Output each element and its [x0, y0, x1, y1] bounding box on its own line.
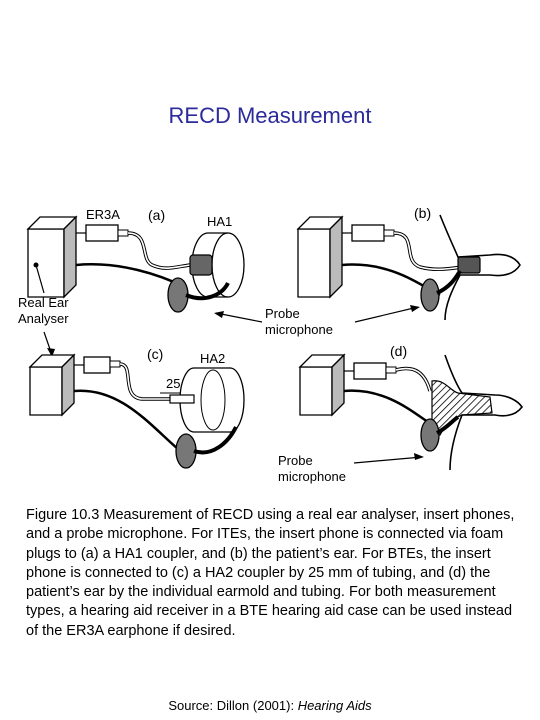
- ha1-label: HA1: [207, 214, 233, 229]
- figure-label: Figure 10.3: [26, 507, 100, 523]
- caption-text: Measurement of RECD using a real ear ana…: [26, 507, 515, 639]
- probe-label-bottom-line2: microphone: [278, 469, 346, 484]
- er3a-label: ER3A: [86, 207, 120, 222]
- panel-d-label: (d): [390, 343, 408, 359]
- figure-caption: Figure 10.3 Measurement of RECD using a …: [26, 506, 516, 641]
- source-citation: Source: Dillon (2001): Hearing Aids: [0, 698, 540, 713]
- probe-label-top-line2: microphone: [265, 322, 333, 337]
- panel-d-setup: [298, 353, 523, 471]
- recd-diagram: [26, 214, 523, 471]
- analyser-label-line1: Real Ear: [18, 295, 69, 310]
- analyser-label-line2: Analyser: [18, 311, 69, 326]
- panel-c-setup: [28, 331, 245, 469]
- tube-length-label: 25: [166, 376, 181, 391]
- panel-c-label: (c): [147, 346, 164, 362]
- slide-title: RECD Measurement: [168, 103, 372, 128]
- panel-a-setup: [26, 215, 245, 313]
- probe-arrow-b: [354, 306, 419, 323]
- source-prefix: Source: Dillon (2001):: [168, 698, 298, 713]
- panel-a-label: (a): [148, 207, 166, 223]
- probe-label-bottom-line1: Probe: [278, 453, 313, 468]
- probe-label-top-line1: Probe: [265, 306, 300, 321]
- probe-arrow-a: [215, 312, 263, 323]
- recd-figure: ER3A (a) HA1 (b) Real Ear Analyser Probe…: [0, 195, 540, 495]
- source-work: Hearing Aids: [297, 698, 372, 713]
- ha2-label: HA2: [200, 351, 226, 366]
- panel-b-label: (b): [414, 205, 432, 221]
- panel-b-setup: [296, 214, 521, 321]
